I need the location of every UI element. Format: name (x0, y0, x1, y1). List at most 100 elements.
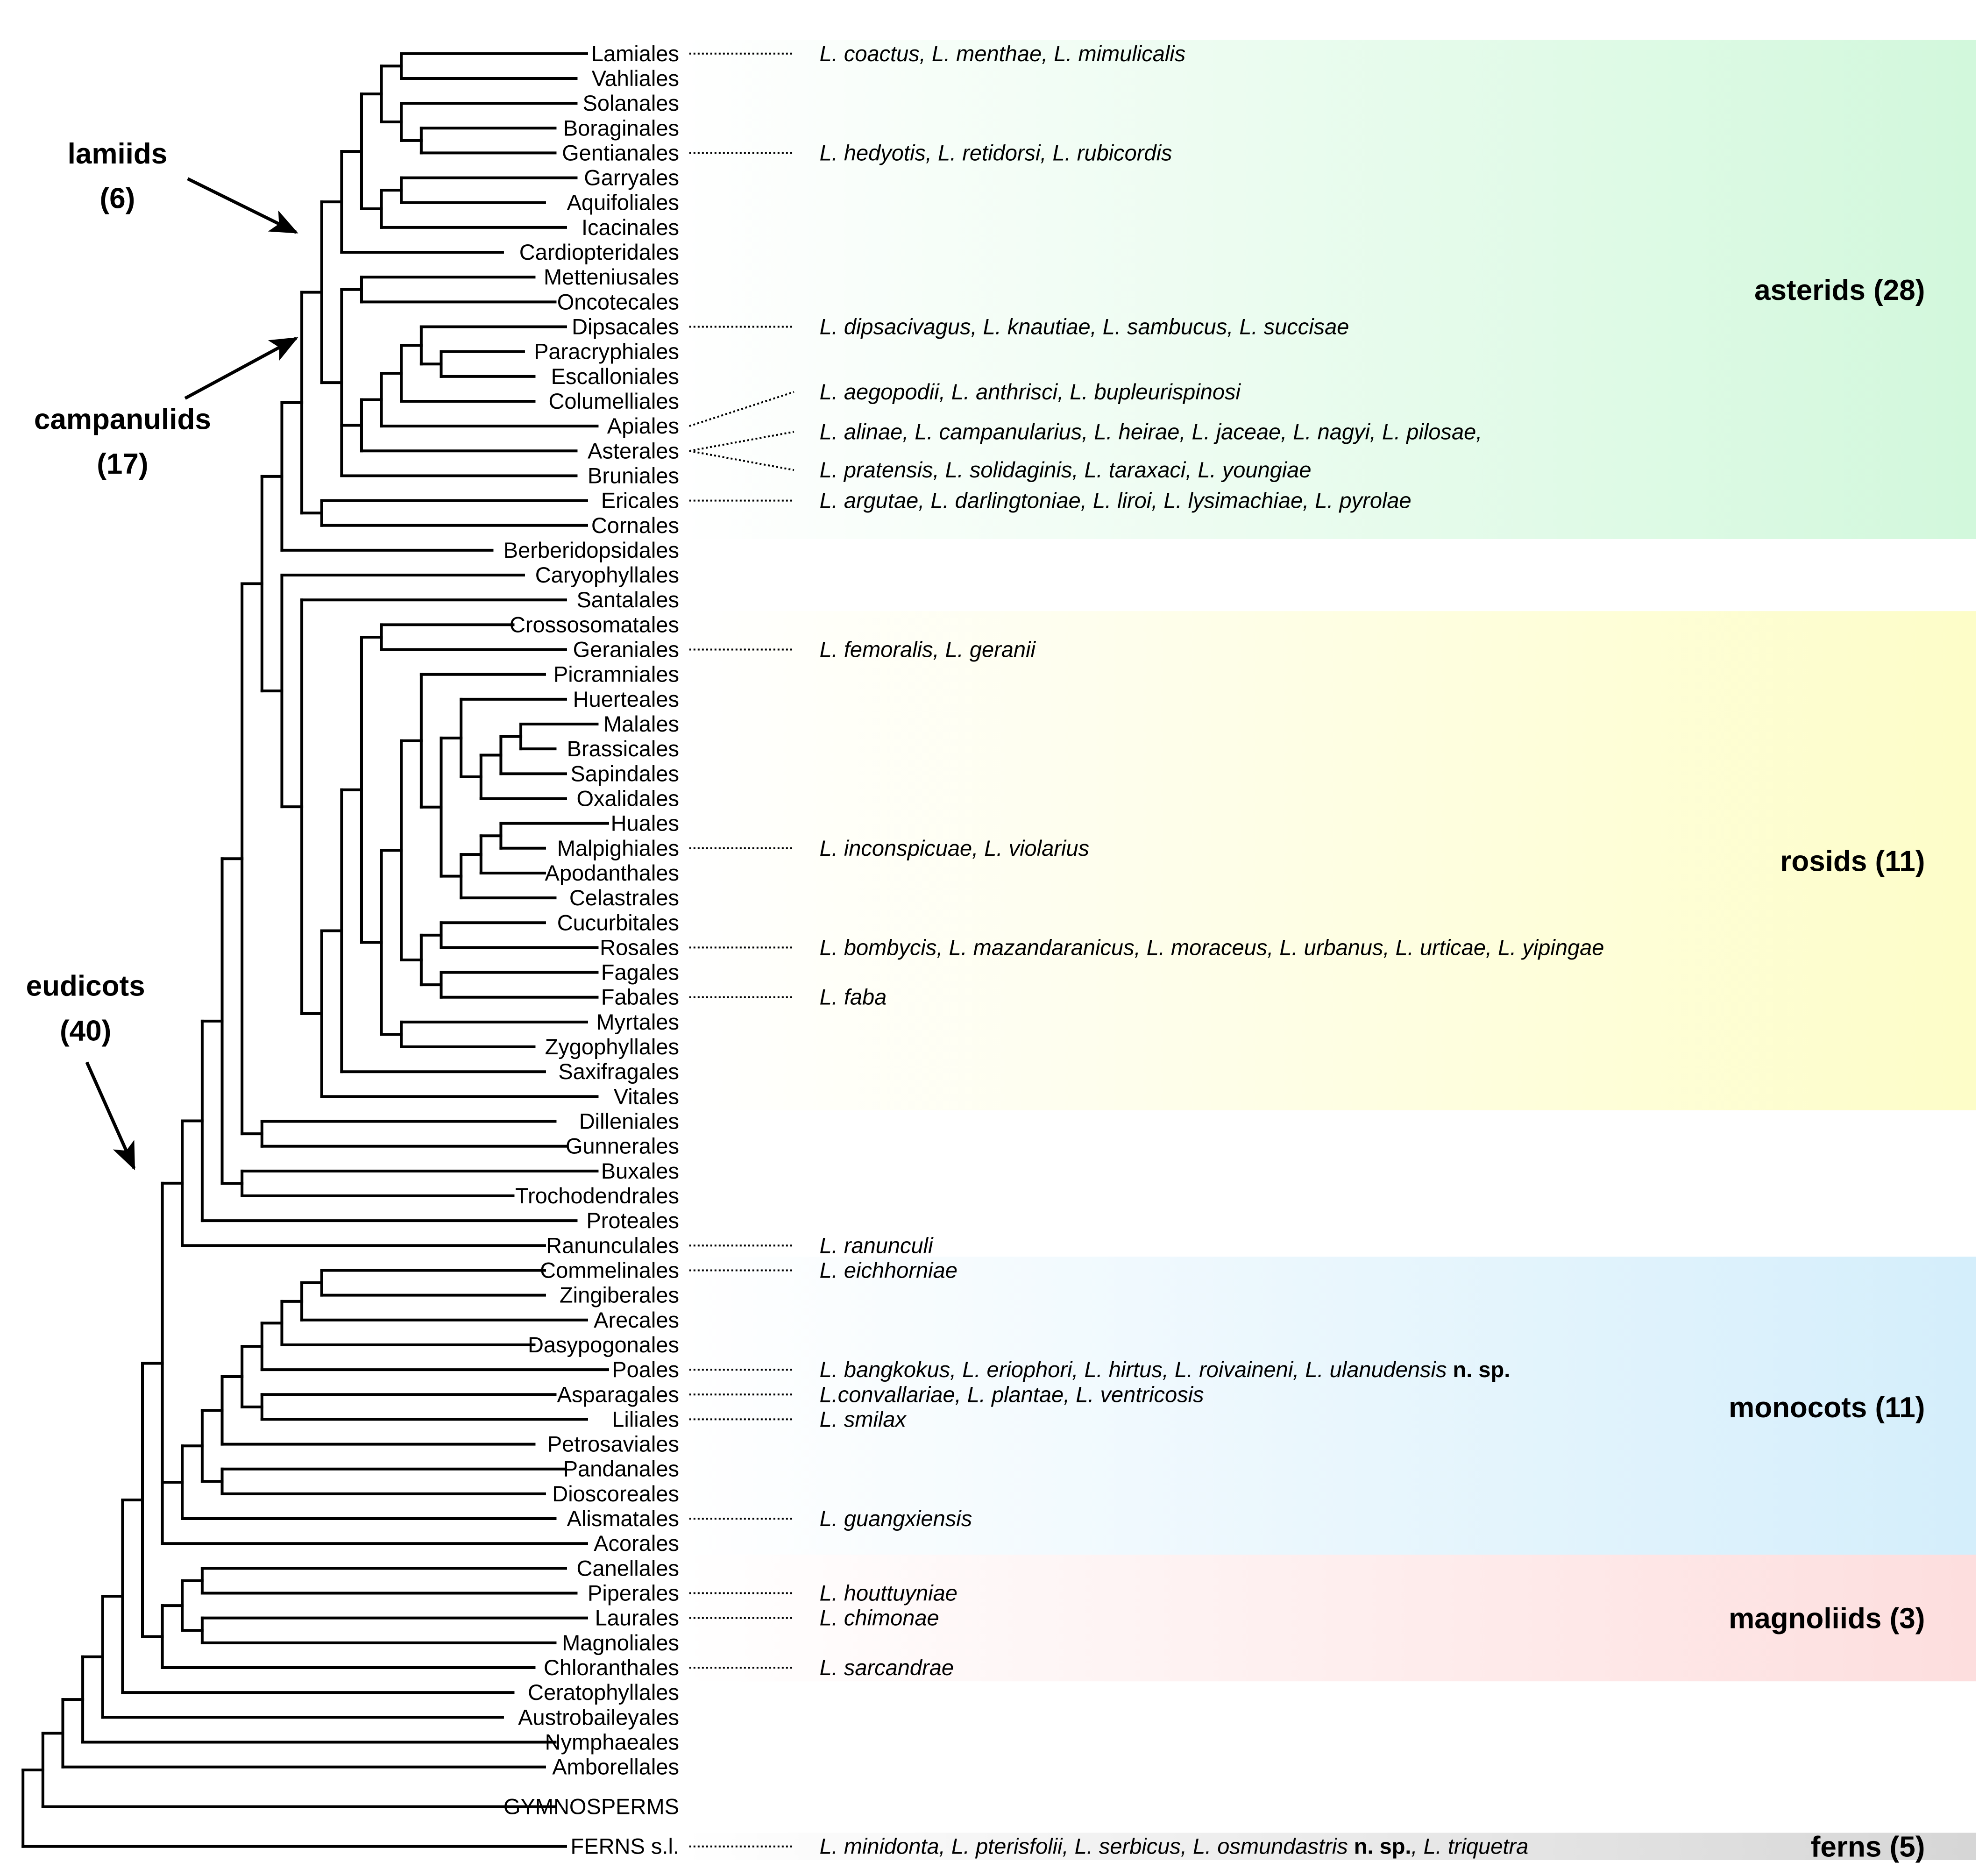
order-label: Ceratophyllales (528, 1680, 679, 1705)
order-label: Fabales (601, 985, 679, 1009)
order-label: Alismatales (567, 1506, 679, 1531)
order-label: Acorales (594, 1531, 679, 1556)
order-label: Liliales (612, 1407, 679, 1431)
order-label: Apiales (607, 413, 679, 438)
species-list: L. guangxiensis (820, 1506, 972, 1531)
order-label: Huales (611, 811, 679, 836)
group-band (683, 1257, 1976, 1557)
order-label: Poales (612, 1357, 679, 1382)
clade-count: (40) (60, 1015, 111, 1047)
tree-branches (21, 52, 609, 1848)
order-label: Gentianales (562, 140, 679, 165)
order-label: Fagales (601, 960, 679, 985)
arrow-icon (187, 177, 298, 234)
order-label: Oxalidales (577, 786, 679, 810)
order-label: Zingiberales (560, 1283, 679, 1308)
order-label: Boraginales (563, 115, 679, 140)
order-label: Apodanthales (545, 860, 679, 885)
species-list: L. hedyotis, L. retidorsi, L. rubicordis (820, 140, 1172, 165)
species-lists: L. coactus, L. menthae, L. mimulicalisL.… (689, 41, 1604, 1859)
order-label: Metteniusales (544, 264, 679, 289)
order-label: Nymphaeales (545, 1729, 679, 1754)
species-list: L. dipsacivagus, L. knautiae, L. sambucu… (820, 314, 1349, 339)
order-label: Bruniales (588, 463, 679, 488)
group-label: monocots (11) (1729, 1392, 1925, 1424)
species-list: L. faba (820, 985, 887, 1009)
order-label: Columelliales (548, 389, 679, 413)
order-label: Picramniales (553, 662, 679, 687)
order-label: Ericales (601, 488, 679, 513)
species-list: L. inconspicuae, L. violarius (820, 836, 1089, 860)
order-label: Commelinales (540, 1258, 679, 1282)
species-list: L. ranunculi (820, 1233, 934, 1258)
species-list: L. alinae, L. campanularius, L. heirae, … (820, 419, 1482, 444)
order-label: Zygophyllales (545, 1034, 679, 1059)
order-label: Santalales (576, 587, 679, 612)
order-label: Cucurbitales (557, 910, 679, 935)
clade-label: eudicots (26, 970, 145, 1002)
order-label: Garryales (584, 165, 679, 190)
group-label: ferns (5) (1811, 1831, 1925, 1863)
order-label: Rosales (600, 935, 679, 959)
order-label: Trochodendrales (515, 1183, 679, 1208)
species-list: L. houttuyniae (820, 1581, 958, 1606)
species-list: L. femoralis, L. geranii (820, 637, 1036, 662)
group-band (683, 1555, 1976, 1682)
order-label: Ranunculales (546, 1233, 679, 1258)
order-label: Asparagales (557, 1382, 679, 1407)
order-label: Pandanales (563, 1457, 679, 1481)
species-list: L. eichhorniae (820, 1258, 958, 1282)
order-label: Buxales (601, 1158, 679, 1183)
order-label: Chloranthales (544, 1655, 679, 1680)
group-label: magnoliids (3) (1729, 1603, 1925, 1635)
species-list: L. coactus, L. menthae, L. mimulicalis (820, 41, 1186, 66)
order-label: Amborellales (552, 1755, 679, 1779)
order-label: Paracryphiales (534, 339, 679, 364)
order-label: Geraniales (573, 637, 679, 662)
order-label: Vahliales (592, 66, 679, 91)
order-label: FERNS s.l. (571, 1834, 679, 1859)
species-leader (689, 391, 794, 427)
order-label: Proteales (586, 1208, 679, 1233)
order-label: Aquifoliales (567, 190, 679, 215)
species-list: L. pratensis, L. solidaginis, L. taraxac… (820, 457, 1312, 482)
order-label: Oncotecales (557, 289, 679, 314)
clade-count: (17) (97, 448, 148, 480)
group-band (683, 611, 1976, 1110)
order-label: Canellales (576, 1556, 679, 1580)
order-label: Crossosomatales (510, 612, 679, 637)
clade-count: (6) (100, 182, 135, 214)
species-list: L. bombycis, L. mazandaranicus, L. morac… (820, 935, 1604, 959)
species-list: L. bangkokus, L. eriophori, L. hirtus, L… (820, 1357, 1511, 1382)
order-label: Escalloniales (551, 364, 679, 389)
order-label: Dasypogonales (528, 1332, 679, 1357)
group-label: asterids (28) (1754, 274, 1925, 306)
order-label: Asterales (588, 438, 679, 463)
group-label: rosids (11) (1780, 845, 1925, 877)
order-label: Malales (603, 711, 679, 736)
order-label: Saxifragales (558, 1059, 679, 1084)
group-bands: asterids (28) rosids (11) monocots (11) mag… (683, 40, 1976, 1863)
order-label: Dilleniales (579, 1109, 679, 1134)
order-label: Brassicales (567, 736, 679, 761)
order-label: Sapindales (570, 761, 679, 786)
order-label: Cardiopteridales (519, 240, 679, 264)
order-label: Austrobaileyales (518, 1705, 679, 1729)
order-label: GYMNOSPERMS (504, 1794, 679, 1819)
species-list: L. sarcandrae (820, 1655, 954, 1680)
order-label: Gunnerales (566, 1134, 679, 1158)
group-band (683, 1833, 1976, 1860)
order-label: Vitales (614, 1084, 679, 1109)
order-label: Arecales (594, 1308, 679, 1332)
arrow-icon (85, 1061, 136, 1171)
order-label: Malpighiales (557, 836, 679, 860)
order-label: Magnoliales (562, 1630, 679, 1655)
order-label: Dioscoreales (552, 1481, 679, 1506)
arrow-icon (184, 337, 298, 400)
species-list: L. chimonae (820, 1606, 939, 1630)
species-list: L. aegopodii, L. anthrisci, L. bupleuris… (820, 379, 1241, 404)
clade-arrows: lamiids(6)campanulids(17)eudicots(40) (26, 138, 298, 1171)
species-list: L.convallariae, L. plantae, L. ventricos… (820, 1382, 1204, 1407)
order-label: Berberidopsidales (504, 538, 679, 562)
